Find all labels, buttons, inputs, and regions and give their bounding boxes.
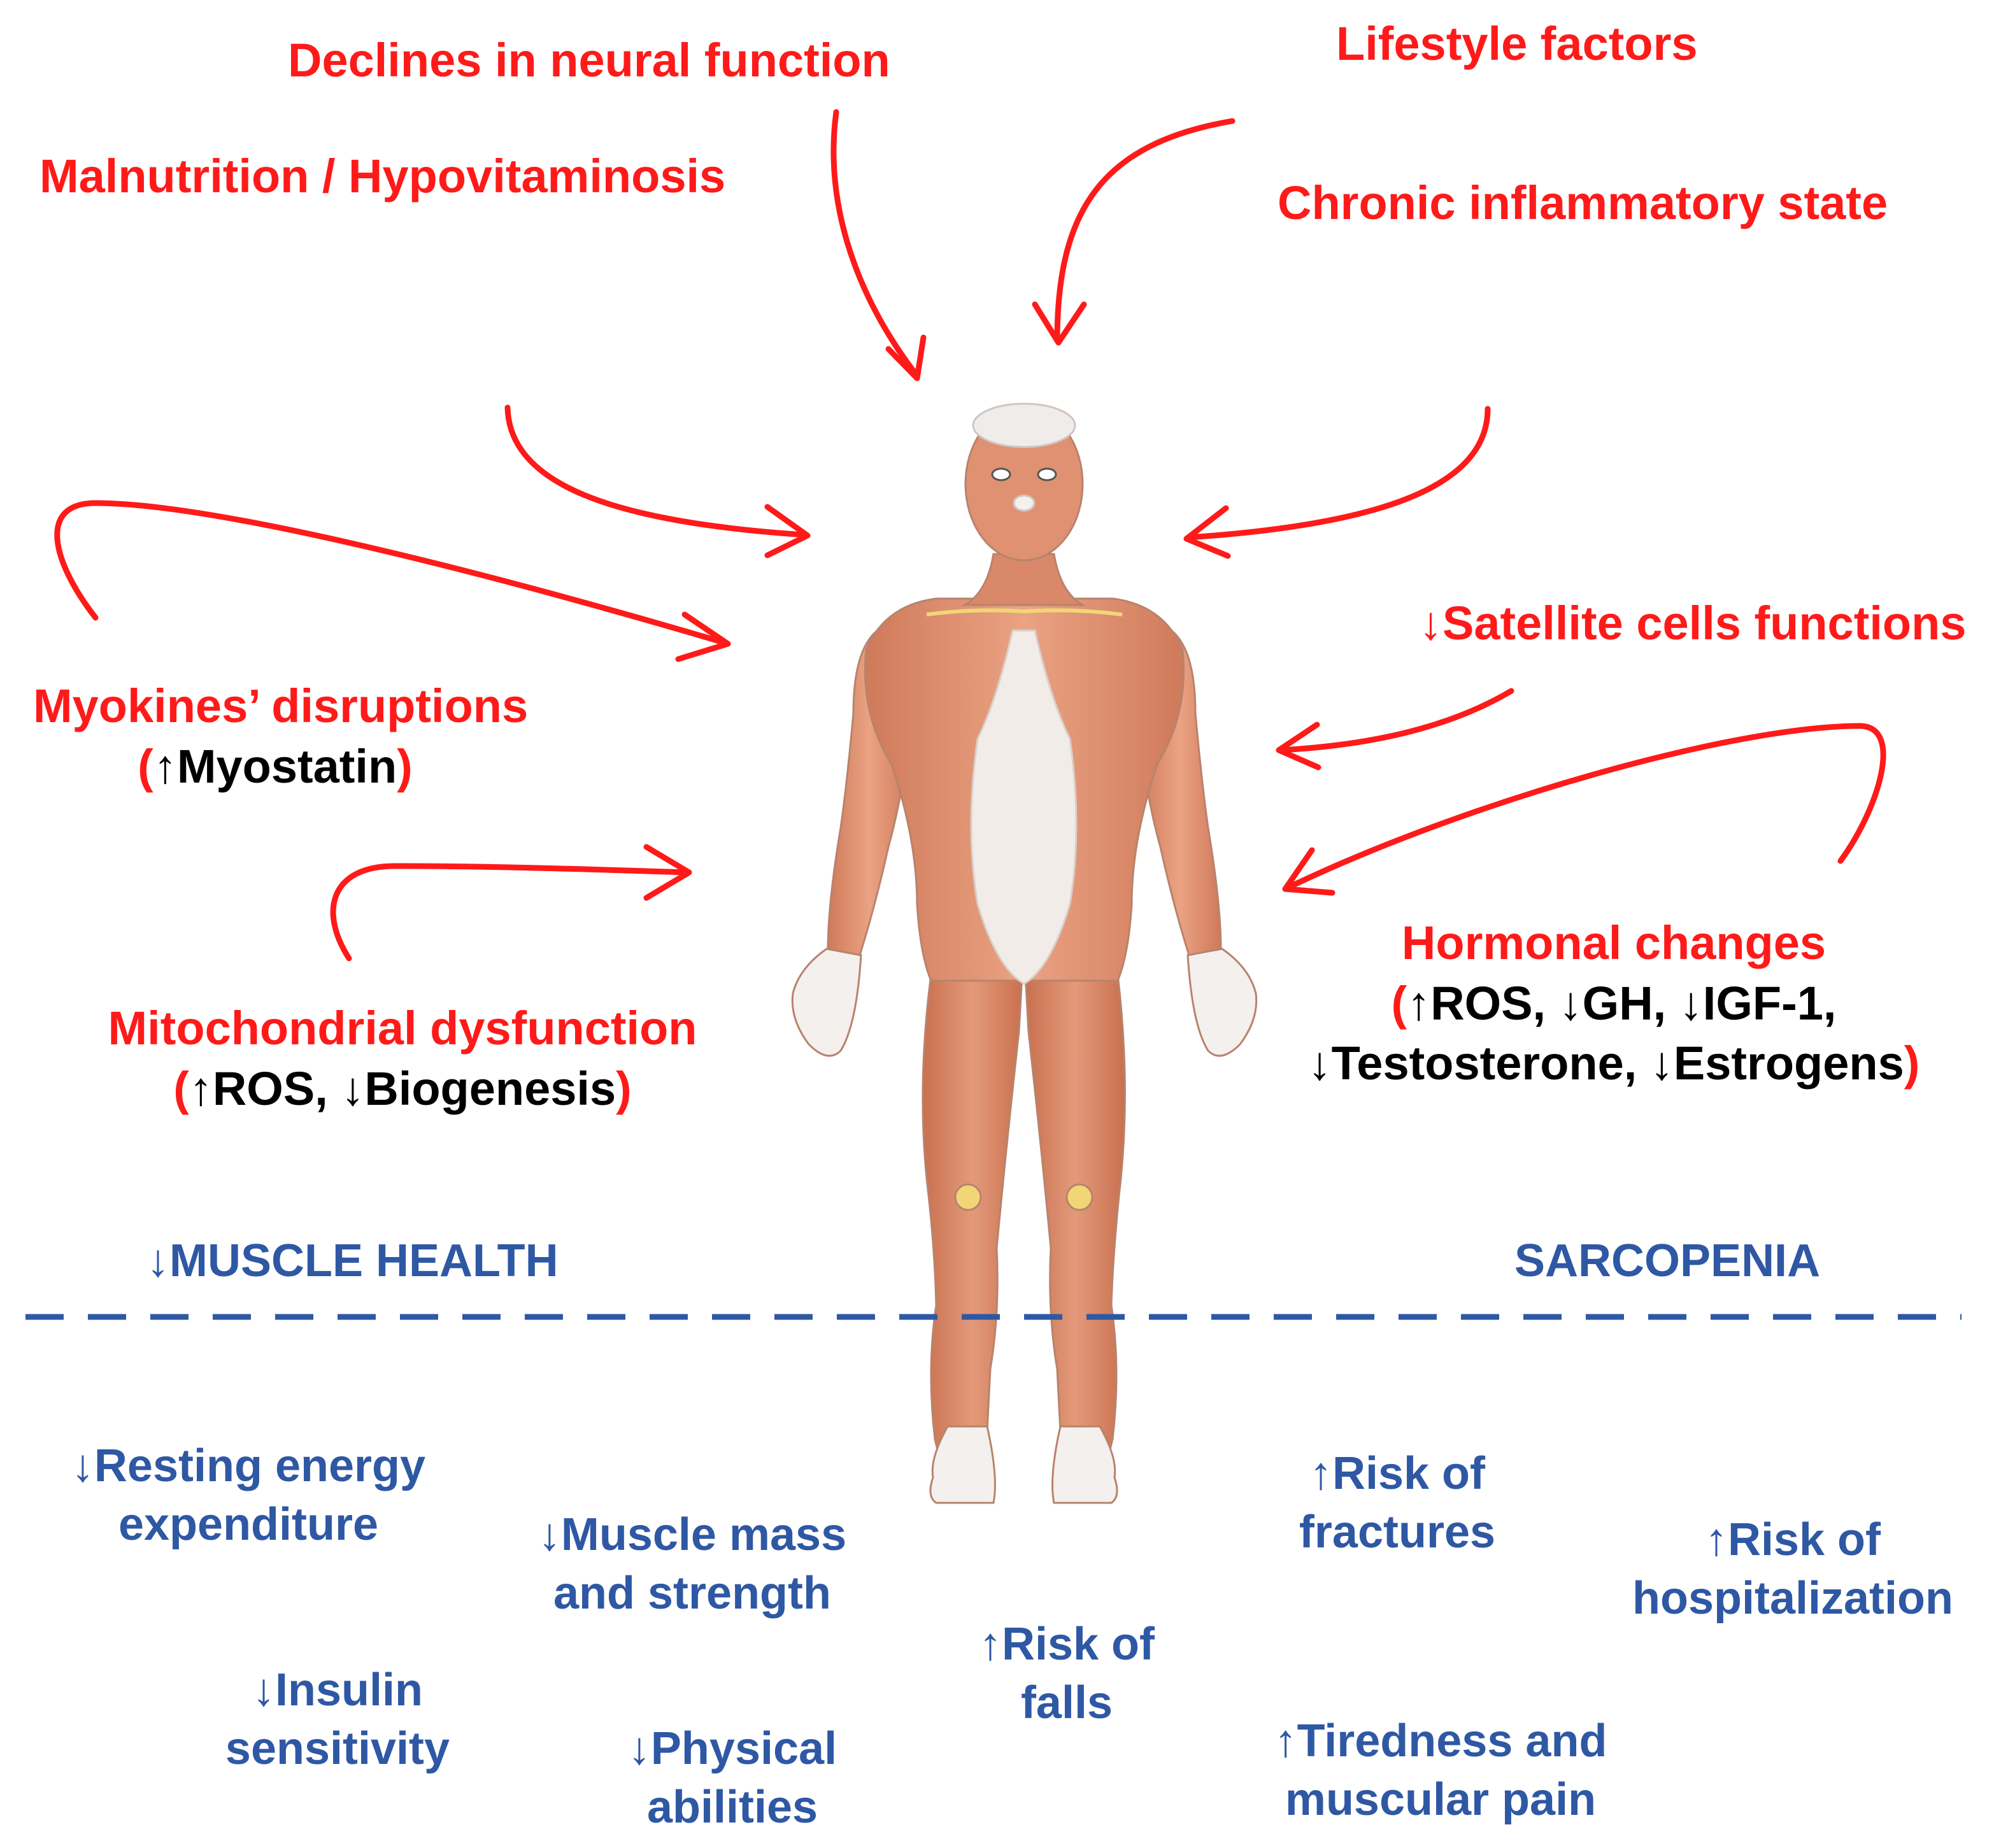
effect-insulin-line1: ↓Insulin [252,1665,423,1716]
left-leg [922,973,1023,1495]
effect-hospitalization: ↑Risk of hospitalization [1618,1510,1968,1628]
cause-mitochondrial-title: Mitochondrial dysfunction [108,1002,697,1055]
arrow-lifestyle [1032,118,1235,346]
arrow-malnutrition [504,404,811,558]
cause-hormonal-line2: ↓Testosterone, ↓Estrogens) [1307,1037,1920,1090]
arrow-satellite [1276,688,1514,771]
effect-insulin: ↓Insulin sensitivity [204,1661,471,1778]
nose [1013,494,1036,512]
cause-inflammation-label: Chronic inflammatory state [1278,176,1888,229]
arrow-mitochondrial [330,844,692,962]
left-knee [954,1183,982,1211]
right-knee [1065,1183,1093,1211]
effect-muscle-mass-line1: ↓Muscle mass [538,1509,847,1560]
neck [961,553,1086,606]
effect-falls-line2: falls [1020,1677,1113,1729]
effect-physical-line2: abilities [646,1782,818,1833]
effect-muscle-mass-line2: and strength [553,1568,831,1619]
cause-hormonal-title: Hormonal changes [1401,916,1827,969]
cause-neural-label: Declines in neural function [288,34,890,87]
effect-fractures-line2: fractures [1299,1507,1496,1558]
arrow-neural [830,109,927,381]
effect-fractures-line1: ↑Risk of [1309,1448,1486,1499]
left-eye [991,467,1011,481]
cause-myokines: Myokines’ disruptions (↑Myostatin) [33,676,529,797]
effect-muscle-mass: ↓Muscle mass and strength [517,1505,867,1623]
effect-falls-line1: ↑Risk of [978,1619,1155,1670]
effect-hospitalization-line2: hospitalization [1632,1573,1953,1624]
arrow-myokines [54,500,731,662]
linea-alba [970,629,1078,985]
effect-resting-energy-line1: ↓Resting energy [71,1440,426,1491]
left-foot [929,1425,996,1504]
cause-hormonal: Hormonal changes (↑ROS, ↓GH, ↓IGF-1, ↓Te… [1270,913,1958,1094]
cause-arrows [54,109,1886,962]
effect-tiredness-line1: ↑Tiredness and [1274,1716,1607,1766]
cause-lifestyle-label: Lifestyle factors [1336,17,1698,70]
effect-physical: ↓Physical abilities [599,1719,866,1837]
cause-satellite-label: ↓Satellite cells functions [1419,597,1967,650]
right-hand [1186,948,1258,1057]
effect-tiredness: ↑Tiredness and muscular pain [1250,1712,1632,1829]
effect-hospitalization-line1: ↑Risk of [1704,1514,1881,1565]
cause-mitochondrial-detail: (↑ROS, ↓Biogenesis) [173,1062,632,1115]
cause-myokines-title: Myokines’ disruptions [33,679,529,732]
effect-tiredness-line2: muscular pain [1285,1774,1597,1826]
cause-mitochondrial: Mitochondrial dysfunction (↑ROS, ↓Biogen… [90,999,715,1119]
effect-resting-energy: ↓Resting energy expenditure [51,1437,446,1554]
muscular-body-figure [791,402,1258,1504]
left-hand [791,948,862,1057]
right-eye [1037,467,1057,481]
effect-physical-line1: ↓Physical [627,1723,837,1774]
effect-falls: ↑Risk of falls [949,1615,1185,1732]
right-leg [1024,973,1126,1495]
hair [972,402,1076,448]
muscle-health-label: ↓MUSCLE HEALTH [146,1235,559,1286]
cause-malnutrition-label: Malnutrition / Hypovitaminosis [39,150,726,203]
cause-hormonal-line1: (↑ROS, ↓GH, ↓IGF-1, [1391,976,1837,1030]
cause-myokines-detail: (↑Myostatin) [138,739,413,793]
arrow-hormonal [1282,723,1886,896]
effect-resting-energy-line2: expenditure [118,1499,379,1551]
effect-insulin-line2: sensitivity [225,1723,450,1775]
sarcopenia-label: SARCOPENIA [1514,1235,1821,1286]
arrow-inflammation [1183,406,1491,559]
right-foot [1051,1425,1118,1504]
clavicles [926,608,1123,616]
effect-fractures: ↑Risk of fractures [1276,1444,1518,1561]
